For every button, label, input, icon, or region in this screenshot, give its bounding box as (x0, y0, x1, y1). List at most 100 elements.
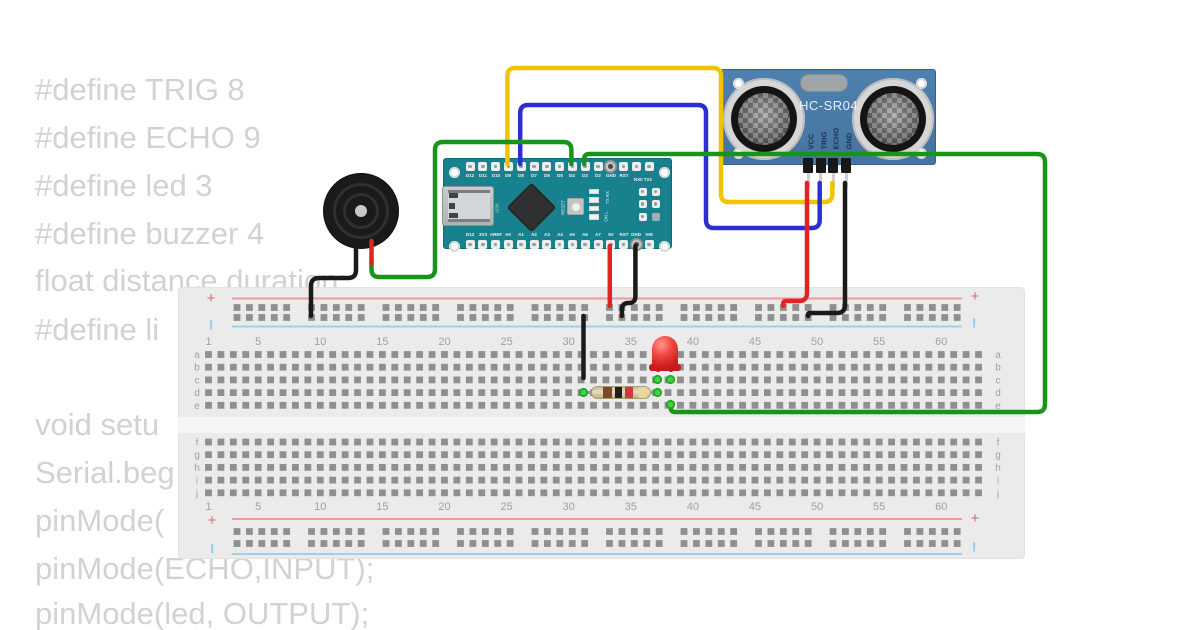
reset-button[interactable] (567, 198, 584, 215)
sensor-pin-tail (819, 173, 823, 188)
nano-pin-bottom-A5[interactable] (567, 240, 577, 249)
nano-pin-label: GND (605, 173, 616, 178)
nano-pin-bottom-A3[interactable] (542, 240, 552, 249)
nano-pin-top-aux14[interactable] (644, 162, 654, 171)
status-led (589, 205, 599, 211)
led-bulb (652, 336, 678, 369)
nano-pin-label: D11 (478, 173, 487, 178)
nano-pin-top-D9[interactable] (503, 162, 513, 171)
nano-pin-label: D12 (465, 173, 475, 178)
nano-pin-bottom-A6[interactable] (580, 240, 590, 249)
mounting-hole (658, 166, 670, 178)
usb-connector (442, 186, 494, 226)
nano-pin-top-D10[interactable] (491, 162, 501, 171)
nano-pin-bottom-RST[interactable] (619, 240, 629, 249)
nano-pin-bottom-AREF[interactable] (491, 240, 501, 249)
nano-pin-label: A6 (582, 232, 589, 237)
sensor-pin-label: ECHO (831, 127, 841, 150)
nano-pin-label: A4 (556, 232, 563, 237)
wire-buzzer-green[interactable] (369, 139, 574, 280)
nano-pin-top-D3[interactable] (580, 162, 590, 171)
mounting-hole (448, 240, 460, 252)
microcontroller-chip (506, 182, 557, 233)
wire-buzzer-black[interactable] (308, 240, 359, 319)
icsp-pad[interactable] (638, 200, 647, 208)
nano-pin-top-D6[interactable] (542, 162, 552, 171)
nano-pin-bottom-A2[interactable] (529, 240, 539, 249)
nano-pin-top-D5[interactable] (555, 162, 565, 171)
nano-pin-label: A5 (569, 232, 576, 237)
sensor-pin-label: GND (844, 132, 854, 150)
transducer-mesh (738, 93, 790, 145)
code-line: Serial.beg (35, 455, 175, 490)
nano-pin-label: D10 (491, 173, 500, 178)
sensor-pin-vcc[interactable] (803, 158, 813, 173)
nano-pin-label: RST (619, 173, 629, 178)
nano-pin-bottom-A0[interactable] (503, 240, 513, 249)
nano-pin-top-RST[interactable] (619, 162, 629, 171)
resistor-body (591, 385, 651, 399)
usb-side-text: 1538 (494, 203, 500, 214)
status-led (589, 214, 599, 220)
mounting-hole (732, 77, 744, 89)
nano-pin-label: D8 (518, 173, 525, 178)
nano-pin-label: D2 (595, 173, 601, 178)
buzzer-ring (333, 183, 389, 239)
nano-pin-top-D11[interactable] (478, 162, 488, 171)
nano-pin-top-aux13[interactable] (631, 162, 641, 171)
nano-pin-label: RST (619, 232, 629, 237)
nano-pin-top-D7[interactable] (529, 162, 539, 171)
sensor-pin-label: TRIG (819, 131, 829, 150)
icsp-pad[interactable] (651, 187, 660, 196)
wire-echo-yellow[interactable] (505, 65, 835, 205)
buzzer[interactable] (324, 174, 398, 248)
wire-vcc-red[interactable] (781, 180, 810, 309)
nano-pin-label: D7 (531, 173, 537, 178)
mounting-hole (448, 166, 460, 178)
tx-rx-led-label: TX RX (605, 191, 611, 204)
icsp-pad[interactable] (638, 212, 647, 221)
wire-led-green[interactable] (581, 151, 1048, 415)
code-line: #define ECHO 9 (35, 120, 261, 155)
reset-button-cap (571, 202, 580, 211)
sensor-pin-echo[interactable] (828, 158, 839, 173)
nano-pin-label: 5V (608, 232, 614, 237)
code-line: #define TRIG 8 (35, 72, 245, 107)
sensor-pin-tail (831, 173, 835, 188)
nano-pin-bottom-VIN[interactable] (644, 240, 654, 249)
wire-trig-blue[interactable] (517, 102, 822, 231)
nano-pin-top-gnd[interactable] (604, 160, 618, 173)
mounting-hole (658, 240, 670, 252)
sensor-pin-trig[interactable] (815, 158, 826, 173)
nano-pin-label: D6 (543, 173, 550, 178)
nano-pin-label: A2 (531, 232, 537, 237)
nano-pin-label: D9 (505, 173, 512, 178)
nano-pin-top-D12[interactable] (465, 162, 475, 171)
red-led[interactable] (648, 336, 682, 382)
nano-pin-bottom-A1[interactable] (516, 240, 526, 249)
resistor-band (615, 386, 622, 398)
nano-pin-top-D4[interactable] (567, 162, 577, 171)
nano-pin-label: A0 (505, 232, 512, 237)
code-line: #define buzzer 4 (35, 216, 265, 251)
sensor-title: HC-SR04 (799, 98, 859, 113)
nano-pin-label: D13 (465, 232, 475, 237)
icsp-pad[interactable] (651, 212, 660, 221)
nano-pin-bottom-A7[interactable] (593, 240, 603, 249)
nano-pin-bottom-A4[interactable] (555, 240, 565, 249)
nano-pin-top-D2[interactable] (593, 162, 603, 171)
status-led (589, 197, 599, 203)
nano-pin-label: 3V3 (478, 232, 487, 237)
icsp-pad[interactable] (651, 200, 660, 208)
nano-pin-top-D8[interactable] (516, 162, 526, 171)
transducer-left (723, 78, 805, 160)
icsp-pad[interactable] (638, 187, 647, 196)
nano-pin-bottom-D13[interactable] (465, 240, 475, 249)
sensor-pin-gnd[interactable] (841, 158, 851, 173)
rx0-tx1-label: RX0 TX1 (633, 177, 653, 182)
nano-pin-label: VIN (645, 232, 653, 237)
nano-pin-bottom-3V3[interactable] (478, 240, 488, 249)
